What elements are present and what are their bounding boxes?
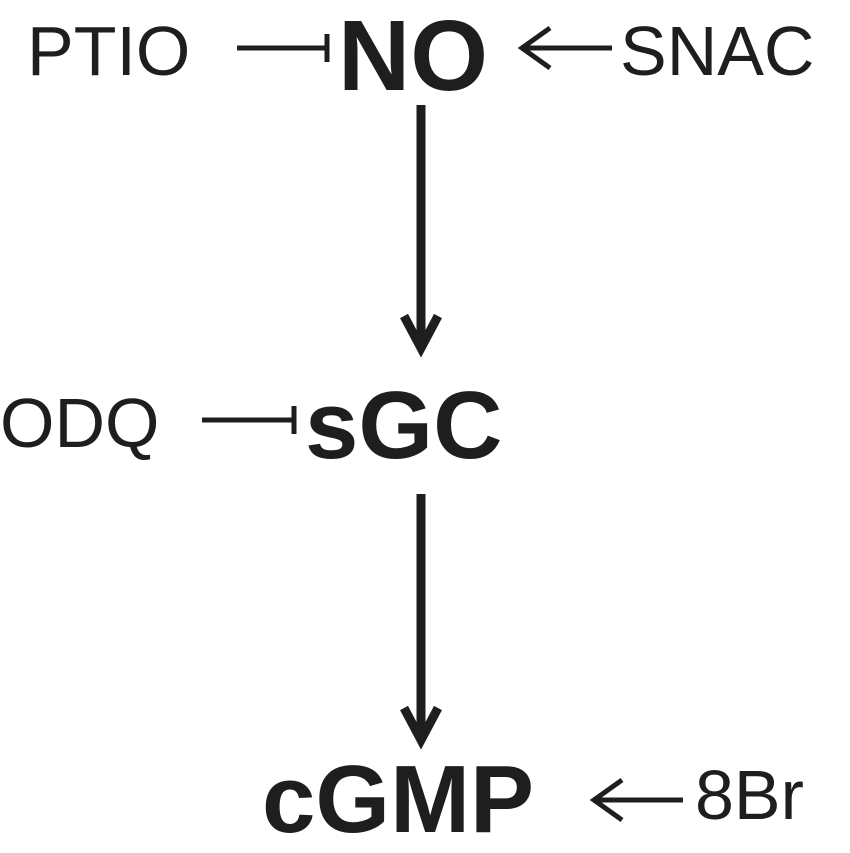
- edge-snac-activates-no: [517, 25, 612, 71]
- node-snac: SNAC: [620, 12, 815, 90]
- edge-odq-inhibits-sgc: [202, 406, 297, 434]
- node-ptio: PTIO: [27, 12, 191, 90]
- edge-8br-activates-cgmp: [589, 777, 683, 823]
- edge-ptio-inhibits-no: [237, 34, 330, 62]
- node-cgmp: cGMP: [262, 746, 535, 853]
- edge-no-activates-sgc: [400, 105, 442, 358]
- node-sgc: sGC: [305, 372, 503, 479]
- edge-sgc-activates-cgmp: [400, 494, 442, 750]
- node-odq: ODQ: [0, 384, 160, 462]
- node-8br: 8Br: [695, 756, 804, 834]
- node-no: NO: [338, 0, 488, 112]
